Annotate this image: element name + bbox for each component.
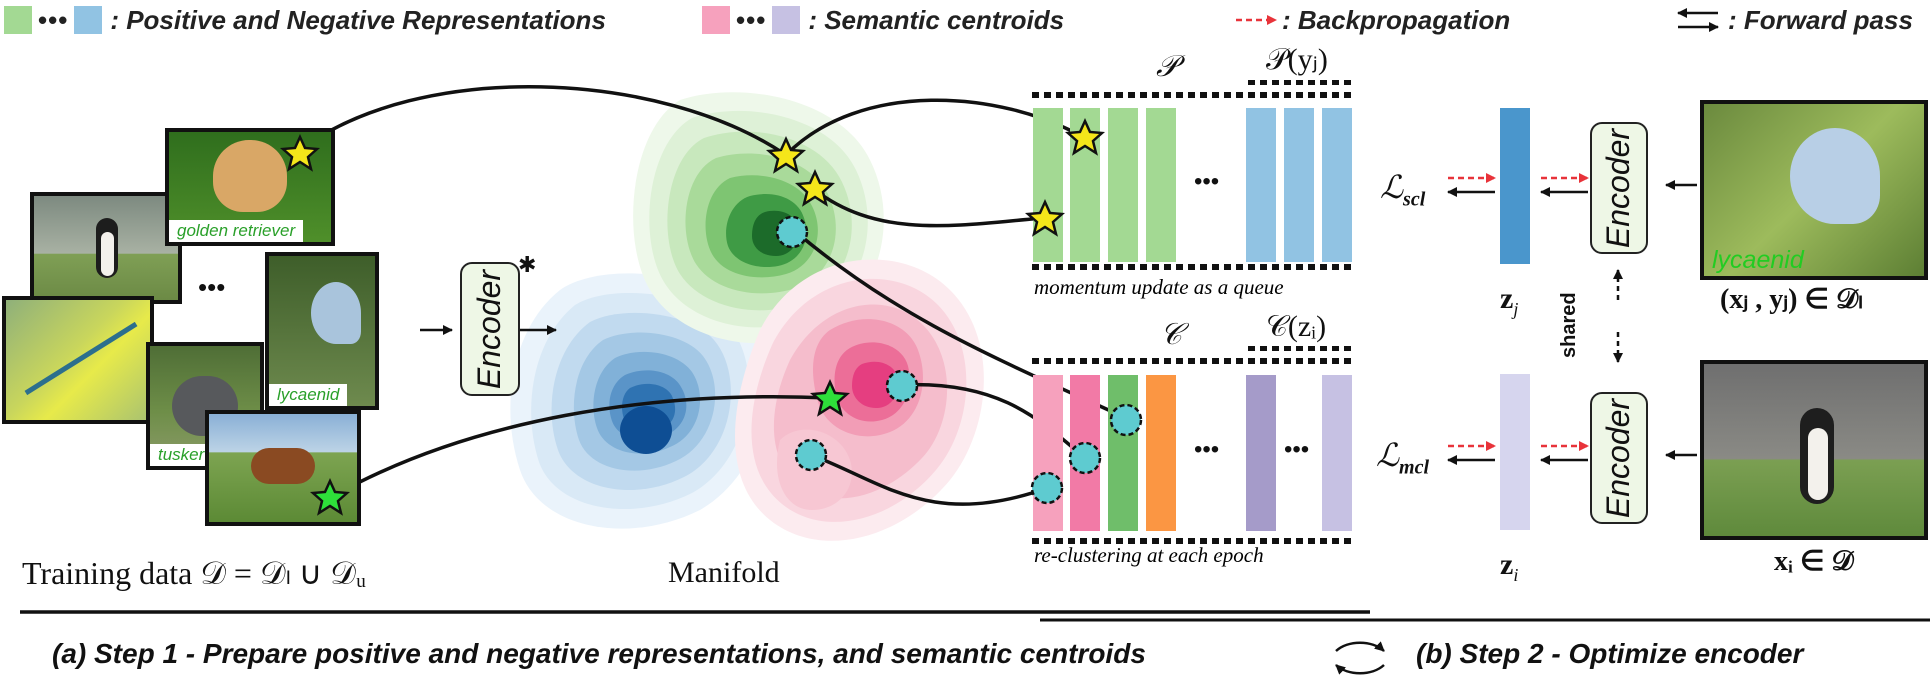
connector-curves	[298, 85, 1127, 506]
step1-encoder-label: Encoder	[471, 269, 508, 389]
queue-P	[1024, 80, 1352, 270]
connector-horse-to-manifold	[334, 395, 831, 497]
zi-subscript: i	[1513, 565, 1519, 585]
step1-caption: (a) Step 1 - Prepare positive and negati…	[52, 638, 1146, 669]
loss-scl-label: ℒscl	[1380, 168, 1425, 211]
zj-symbol: z	[1500, 282, 1514, 315]
pink-centroid-icon	[794, 438, 828, 472]
centroid-marker-icon	[1030, 471, 1064, 505]
queue-green-bar	[1108, 108, 1138, 262]
image-butterfly-small: lycaenid	[265, 252, 379, 410]
centroids-caption: re-clustering at each epoch	[1034, 543, 1264, 567]
images-ellipsis: •••	[198, 272, 226, 302]
queue-blue-bar	[1246, 108, 1276, 262]
positive-star-icon	[765, 135, 807, 174]
image-label-golden-retriever: golden retriever	[169, 220, 304, 242]
connector-dog-to-manifold	[298, 85, 787, 157]
shared-text: shared	[1558, 292, 1580, 358]
image-butterfly-large: lycaenid	[1700, 100, 1928, 280]
connector-centroid-pink-1	[899, 382, 1087, 460]
loss-mcl-subscript: mcl	[1399, 456, 1430, 479]
queue-green-bar	[1033, 108, 1063, 262]
zi-feature-bar	[1500, 374, 1530, 530]
legend-centroids: ••• : Semantic centroids	[702, 2, 1064, 38]
legend-green-swatch	[4, 6, 32, 34]
centroid-green-bar	[1108, 375, 1138, 531]
manifold-caption: Manifold	[668, 556, 780, 589]
queue-caption: momentum update as a queue	[1034, 275, 1284, 299]
positive-star-icon	[1024, 198, 1066, 237]
image-penguin-large	[1700, 360, 1928, 540]
pink-centroid-icon	[885, 369, 919, 403]
step2-encoder-top: Encoder	[1590, 122, 1648, 254]
image-dragonfly	[2, 296, 154, 424]
step1-encoder: Encoder	[460, 262, 520, 396]
centroid-marker-icon	[1109, 403, 1143, 437]
loss-scl-symbol: ℒ	[1380, 169, 1404, 205]
image-label-lycaenid: lycaenid	[269, 384, 348, 406]
zj-label: zj	[1500, 282, 1518, 320]
zj-subscript: j	[1513, 299, 1519, 319]
legend-ellipsis: •••	[38, 4, 69, 35]
connector-manifold-to-queue-2	[813, 188, 1044, 228]
centroids-Cz-label: 𝒞(zᵢ)	[1266, 310, 1327, 343]
step2-encoder-bottom-label: Encoder	[1600, 398, 1637, 518]
legend-centroids-label: : Semantic centroids	[808, 4, 1065, 35]
positive-star-icon	[279, 133, 321, 172]
labeled-pair-caption: (xⱼ , yⱼ) ∈ 𝒟ₗ	[1720, 284, 1863, 315]
manifold-blue-cluster	[510, 273, 768, 529]
step2-encoder-top-label: Encoder	[1600, 128, 1637, 248]
centroids-ellipsis-1: •••	[1194, 436, 1220, 463]
step2-caption: (b) Step 2 - Optimize encoder	[1416, 638, 1804, 669]
legend-blue-swatch	[74, 6, 103, 34]
centroids-ellipsis-2: •••	[1284, 436, 1310, 463]
manifold-markers	[765, 135, 919, 472]
loss-mcl-label: ℒmcl	[1376, 436, 1429, 479]
queue-P-label: 𝒫	[1156, 50, 1178, 83]
legend-ellipsis: •••	[736, 4, 767, 35]
cycle-arrows-icon	[1335, 641, 1385, 675]
legend-lavender-swatch	[772, 6, 801, 34]
queue-green-bar	[1146, 108, 1176, 262]
green-centroid-icon	[775, 215, 809, 249]
legend-forward: : Forward pass	[1728, 2, 1913, 38]
legend-backprop-label: : Backpropagation	[1282, 4, 1511, 35]
zi-symbol: z	[1500, 548, 1514, 581]
legend-pink-swatch	[702, 6, 730, 34]
legend-forward-icon	[1677, 8, 1719, 32]
image-label-tusker: tusker	[150, 444, 213, 466]
training-data-caption: Training data 𝒟 = 𝒟ₗ ∪ 𝒟ᵤ	[22, 555, 367, 591]
centroid-marker-icon	[1068, 441, 1102, 475]
centroid-orange-bar	[1146, 375, 1176, 531]
queue-blue-bar	[1322, 108, 1352, 262]
queue-blue-bar	[1284, 108, 1314, 262]
negative-star-icon	[809, 378, 851, 417]
positive-star-icon	[794, 168, 836, 207]
step2-encoder-bottom: Encoder	[1590, 392, 1648, 524]
positive-star-icon	[1064, 117, 1106, 156]
centroids-C	[1030, 346, 1352, 544]
encoder-gradient-icon: ✱	[518, 252, 537, 277]
negative-star-icon	[309, 477, 351, 516]
legend-forward-label: : Forward pass	[1728, 4, 1913, 35]
connector-centroid-pink-2	[810, 453, 1048, 506]
queue-Py-label: 𝒫(yⱼ)	[1266, 43, 1328, 76]
legend-backprop: : Backpropagation	[1282, 2, 1510, 38]
centroid-purple-bar	[1246, 375, 1276, 531]
image-label-lycaenid-large: lycaenid	[1712, 246, 1804, 274]
loss-scl-subscript: scl	[1403, 188, 1426, 211]
centroids-C-label: 𝒞	[1160, 318, 1182, 351]
legend-pos-neg: ••• : Positive and Negative Representati…	[4, 2, 606, 38]
zj-feature-bar	[1500, 108, 1530, 264]
queue-ellipsis: •••	[1194, 168, 1220, 195]
loss-mcl-symbol: ℒ	[1376, 437, 1400, 473]
centroid-pink-bar	[1033, 375, 1063, 531]
centroid-lavender-bar	[1322, 375, 1352, 531]
unlabeled-caption: xᵢ ∈ 𝒟	[1774, 546, 1854, 577]
step2-arrows	[1447, 173, 1697, 465]
zi-label: zi	[1500, 548, 1518, 586]
legend-pos-neg-label: : Positive and Negative Representations	[110, 4, 606, 35]
